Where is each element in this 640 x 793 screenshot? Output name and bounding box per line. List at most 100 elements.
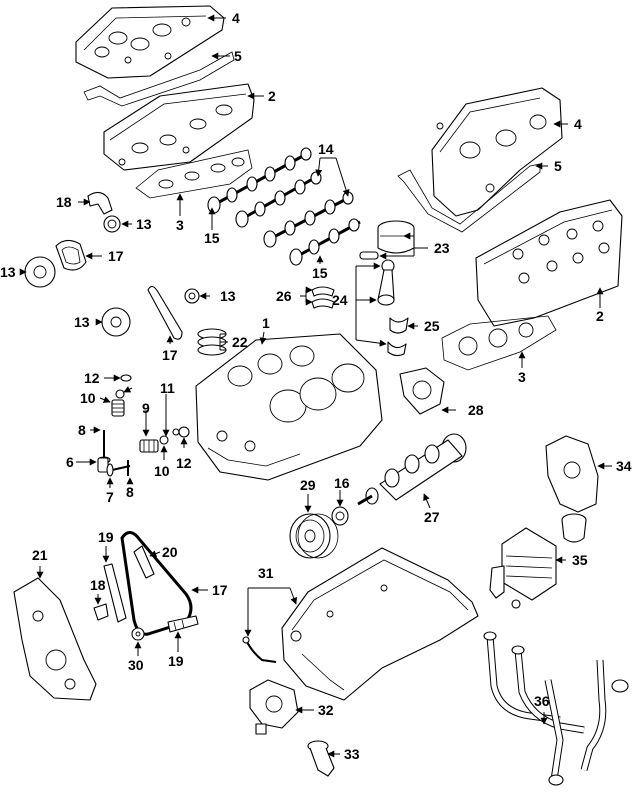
callout-4: 4 (574, 116, 582, 132)
callout-20: 20 (162, 544, 178, 560)
keeper-12b (178, 426, 190, 438)
callout-29: 29 (300, 477, 316, 493)
callout-3: 3 (176, 217, 184, 233)
oil-filter-adapter (545, 435, 599, 543)
callout-33: 33 (344, 746, 360, 762)
callout-28: 28 (468, 402, 484, 418)
callout-3: 3 (518, 369, 526, 385)
callout-30: 30 (128, 657, 144, 673)
callout-4: 4 (232, 10, 240, 26)
seal-tube (87, 191, 113, 215)
intake-gasket-left (135, 149, 253, 199)
valve-spring-9 (139, 439, 159, 453)
dipstick-tube (242, 636, 277, 663)
piston (359, 220, 415, 260)
callout-18: 18 (90, 577, 106, 593)
camshaft-3 (263, 191, 354, 248)
callout-2: 2 (268, 88, 276, 104)
callout-16: 16 (334, 475, 350, 491)
crankshaft (357, 433, 467, 506)
cylinder-head-left (103, 83, 255, 171)
gasket-17a (55, 239, 87, 271)
chain-guide-left (103, 563, 127, 623)
valve-cover-right (431, 87, 563, 217)
head-gasket-right (441, 315, 557, 371)
rear-main-seal (399, 367, 445, 415)
callout-13: 13 (220, 288, 236, 304)
callout-15: 15 (204, 230, 220, 246)
coolant-tubes (483, 631, 629, 786)
seal-13a (103, 215, 121, 233)
callout-32: 32 (318, 702, 334, 718)
callout-17: 17 (212, 582, 228, 598)
callout-36: 36 (534, 693, 550, 709)
valve-seal-10b (159, 435, 169, 445)
callout-9: 9 (142, 400, 150, 416)
callout-5: 5 (234, 48, 242, 64)
timing-sprocket (24, 256, 56, 288)
oil-pan (281, 547, 479, 701)
callout-12: 12 (84, 370, 100, 386)
chain-guide-20 (133, 545, 155, 579)
valve-spring-retainer-11 (115, 389, 125, 399)
engine-block (195, 333, 383, 481)
valve-spring-keeper-12a (120, 374, 132, 382)
valve-spring-10a (111, 399, 125, 417)
callout-18: 18 (56, 194, 72, 210)
callout-34: 34 (616, 458, 632, 474)
callout-23: 23 (434, 240, 450, 256)
callout-14: 14 (318, 141, 334, 157)
crank-pulley (289, 513, 339, 559)
callout-10: 10 (154, 463, 170, 479)
callout-13: 13 (136, 216, 152, 232)
callout-25: 25 (424, 318, 440, 334)
callout-labels: 4 5 2 14 4 5 18 13 3 15 23 13 17 15 26 1… (0, 10, 632, 762)
valve-cover-gasket-left (83, 51, 235, 107)
callout-31: 31 (258, 565, 274, 581)
callout-11: 11 (160, 380, 175, 396)
callout-17: 17 (108, 248, 124, 264)
thrust-washers (311, 286, 335, 309)
camshaft-1 (207, 147, 312, 214)
callout-35: 35 (572, 552, 588, 568)
oil-pump (249, 679, 299, 735)
callout-8: 8 (126, 484, 134, 500)
chain-guide-19b (167, 615, 199, 633)
sprocket-13c (101, 307, 131, 337)
camshafts (207, 147, 361, 266)
retainer-small (172, 428, 180, 436)
oil-pickup (307, 740, 335, 777)
callout-22: 22 (232, 334, 248, 350)
callout-13: 13 (0, 264, 16, 280)
connecting-rod (377, 259, 395, 306)
timing-chain-small (147, 285, 183, 340)
valve-7 (106, 463, 131, 477)
valve-cover-left (75, 5, 225, 79)
cylinder-head-right (475, 199, 623, 327)
callout-8: 8 (78, 422, 86, 438)
oil-cooler (489, 527, 557, 609)
callout-10: 10 (80, 390, 96, 406)
callout-2: 2 (596, 308, 604, 324)
callout-27: 27 (424, 509, 440, 525)
callout-19: 19 (168, 653, 184, 669)
timing-cover (13, 577, 97, 701)
callout-7: 7 (106, 489, 114, 505)
callout-24: 24 (332, 292, 348, 308)
crank-sprocket (131, 627, 145, 641)
callout-15: 15 (312, 265, 328, 281)
camshaft-4 (289, 218, 361, 266)
callout-5: 5 (554, 158, 562, 174)
callout-26: 26 (276, 288, 292, 304)
seal-13d (184, 288, 200, 304)
front-crank-seal (331, 506, 349, 526)
callout-1: 1 (262, 315, 270, 331)
callout-19: 19 (98, 529, 114, 545)
chain-tensioner (93, 603, 109, 621)
callout-12: 12 (176, 455, 192, 471)
callout-6: 6 (66, 454, 74, 470)
callout-21: 21 (32, 547, 48, 563)
callout-17: 17 (162, 347, 178, 363)
leader-lines (19, 14, 612, 758)
